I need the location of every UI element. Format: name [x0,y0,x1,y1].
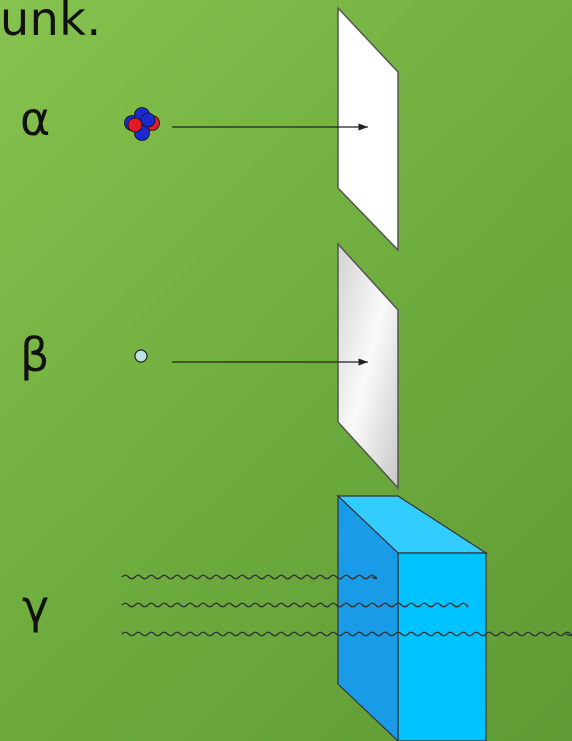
lead-block-front [337,494,399,741]
beta-label: β [20,328,50,382]
lead-block [336,494,489,741]
gamma-wave-1 [121,574,378,580]
gamma-wave-2 [121,602,469,608]
caption-text: unk. [0,0,102,46]
alpha-label: α [20,92,51,146]
gamma-wave-icon [121,574,572,637]
beta-particle-icon [134,349,148,363]
gamma-label: γ [22,580,50,634]
gamma-wave-3 [121,631,572,637]
alpha-particle-icon [124,107,160,141]
aluminium-sheet [337,242,399,490]
lead-block-side [397,552,487,741]
paper-sheet [337,6,399,252]
